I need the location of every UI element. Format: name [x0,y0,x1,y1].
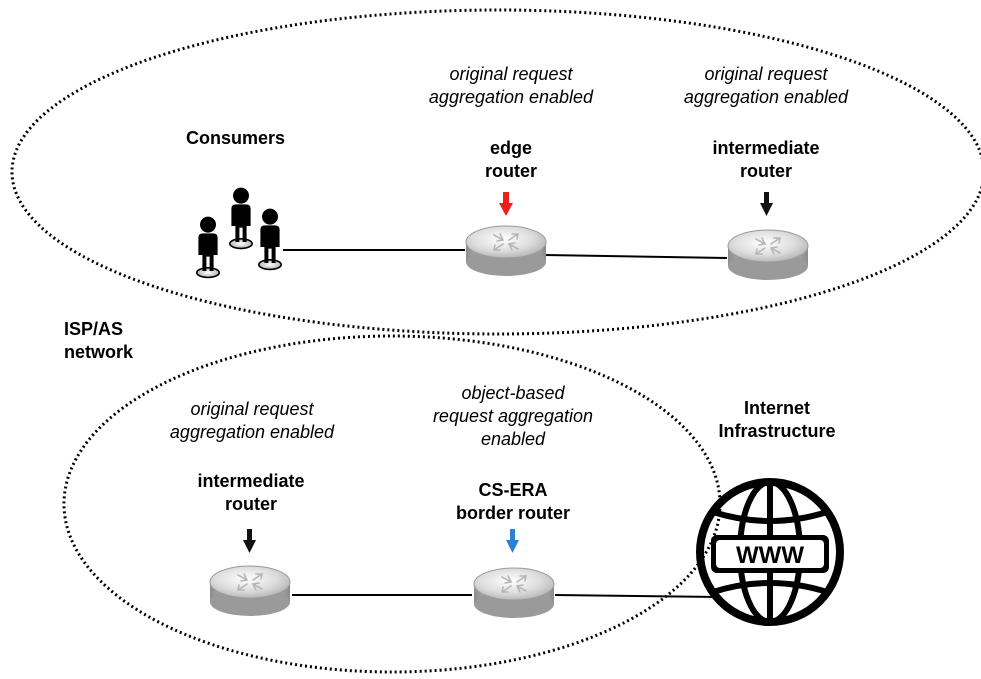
internet-globe-icon: WWW [696,478,844,626]
edge-router-note: original request aggregation enabled [428,64,594,107]
consumer-person-icon [257,207,283,271]
edge-router-label: edge router [484,138,537,181]
cs-era-border-router-icon [473,567,555,619]
intermediate-router-top-arrow-icon [760,192,773,216]
consumers-label: Consumers [186,128,286,148]
intermediate-router-bottom-icon [209,565,291,617]
edge-router-icon [465,225,547,277]
isp-network-bottom-enclosure [62,334,722,674]
isp-network-top-enclosure [10,8,981,336]
cs-era-border-router-arrow-icon [506,529,519,553]
www-label: WWW [736,542,804,569]
intermediate-router-bottom-note: original request aggregation enabled [169,399,335,442]
cs-era-border-router-label: CS-ERA border router [455,480,570,523]
consumer-person-icon [196,215,220,279]
intermediate-router-top-icon [727,229,809,281]
internet-infrastructure-label: Internet Infrastructure [718,398,836,441]
intermediate-router-top-label: intermediate router [712,138,820,181]
consumer-person-icon [229,186,253,250]
link-border-internet [554,594,721,598]
intermediate-router-top-note: original request aggregation enabled [683,64,849,107]
intermediate-router-bottom-label: intermediate router [197,471,305,514]
intermediate-router-bottom-arrow-icon [243,529,256,553]
cs-era-border-router-note: object-based request aggregation enabled [432,383,594,449]
isp-network-label: ISP/AS network [64,319,134,362]
link-edge-intermediate [544,254,728,259]
edge-router-arrow-icon [499,192,513,216]
